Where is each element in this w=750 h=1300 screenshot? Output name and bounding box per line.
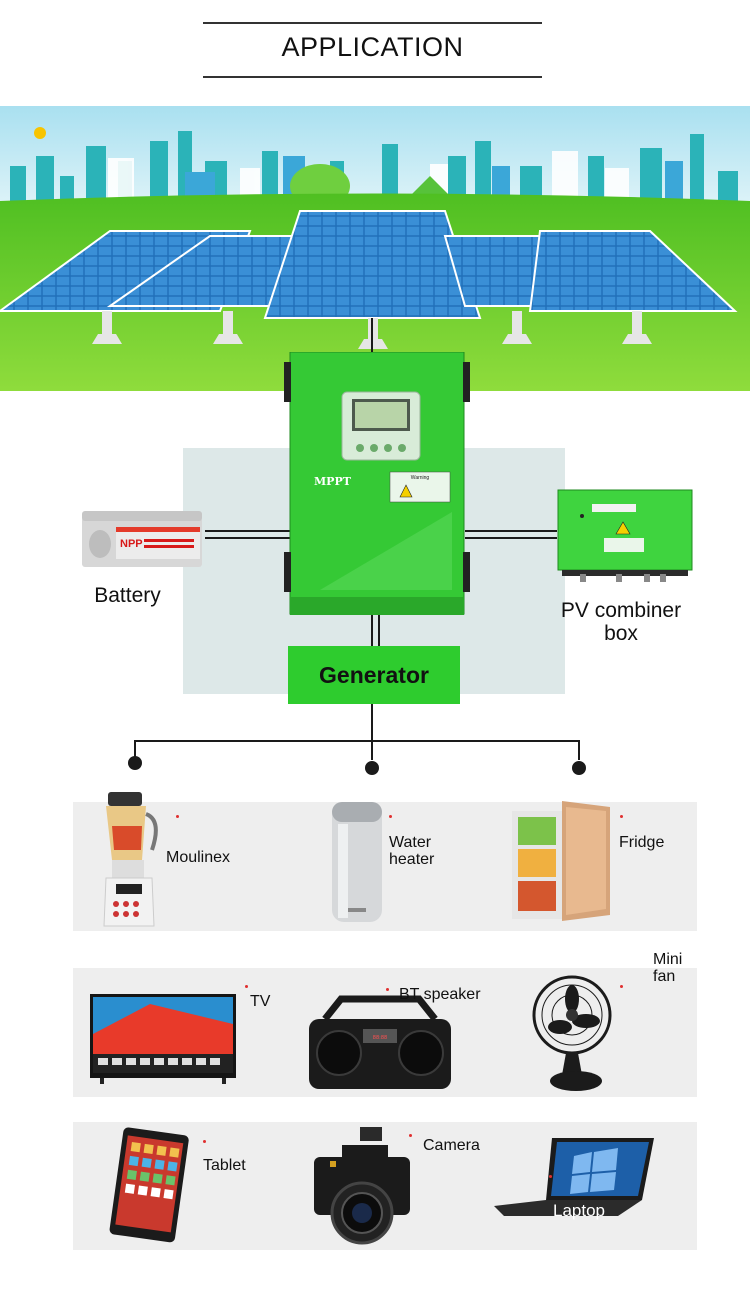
tv-image — [90, 994, 236, 1084]
pv-combiner-box-image — [557, 489, 693, 582]
mppt-inverter-image: MPPT Warning — [284, 352, 470, 615]
camera-image — [314, 1127, 410, 1245]
header-rule-top — [203, 22, 542, 24]
mini-fan-label-line2: fan — [653, 968, 676, 985]
solar-landscape-illustration — [0, 106, 750, 391]
pv-box-wire — [465, 537, 557, 539]
sun-icon — [34, 127, 46, 139]
drop-wire — [578, 740, 580, 760]
fridge-label: Fridge — [619, 834, 665, 851]
tablet-image — [109, 1127, 189, 1243]
water-heater-label-line1: Water — [389, 834, 432, 851]
water-heater-label: Water heater — [389, 834, 434, 868]
node-dot — [128, 756, 142, 770]
marker-dot — [245, 985, 248, 988]
node-dot — [572, 761, 586, 775]
panel-to-inverter-wire — [371, 318, 373, 358]
warning-icon — [399, 484, 413, 498]
svg-text:88:88: 88:88 — [373, 1035, 387, 1041]
water-heater-image — [332, 802, 382, 922]
bt-speaker-image: 88:88 — [309, 995, 451, 1089]
generator-wire — [378, 615, 380, 647]
marker-dot — [620, 985, 623, 988]
battery-brand: NPP — [120, 538, 143, 550]
drop-wire — [134, 740, 136, 760]
inverter-brand: MPPT — [314, 475, 352, 488]
battery-label: Battery — [94, 584, 161, 607]
bt-speaker-label: BT speaker — [399, 986, 481, 1003]
pv-box-wire — [465, 530, 557, 532]
battery-wire — [205, 537, 295, 539]
laptop-image — [494, 1138, 654, 1216]
marker-dot — [409, 1134, 412, 1137]
mini-fan-label-line1: Mini — [653, 951, 683, 968]
battery-image: NPP — [82, 511, 202, 567]
generator-box: Generator — [288, 646, 460, 704]
tablet-label: Tablet — [203, 1157, 246, 1174]
page-title: APPLICATION — [281, 32, 464, 62]
mini-fridge-image — [512, 801, 610, 921]
marker-dot — [203, 1140, 206, 1143]
mini-fan-label: Mini fan — [653, 951, 682, 985]
header-rule-bottom — [203, 76, 542, 78]
generator-wire — [371, 615, 373, 647]
blender-image — [103, 792, 158, 927]
camera-label: Camera — [423, 1137, 480, 1154]
distribution-wire — [371, 704, 373, 760]
battery-wire — [205, 530, 295, 532]
marker-dot — [620, 815, 623, 818]
node-dot — [365, 761, 379, 775]
marker-dot — [389, 815, 392, 818]
marker-dot — [176, 815, 179, 818]
warning-label: Warning — [411, 475, 430, 481]
water-heater-label-line2: heater — [389, 851, 435, 868]
distribution-bus — [134, 740, 580, 742]
pv-combiner-label: PV combiner box — [547, 599, 695, 645]
pv-combiner-label-line2: box — [604, 622, 638, 645]
marker-dot — [386, 988, 389, 991]
moulinex-label: Moulinex — [166, 849, 231, 866]
pv-combiner-label-line1: PV combiner — [560, 599, 682, 622]
mini-fan-image — [532, 975, 612, 1091]
marker-dot — [549, 1175, 552, 1178]
laptop-label: Laptop — [553, 1201, 605, 1220]
tv-label: TV — [250, 993, 271, 1010]
warning-icon — [615, 521, 631, 535]
